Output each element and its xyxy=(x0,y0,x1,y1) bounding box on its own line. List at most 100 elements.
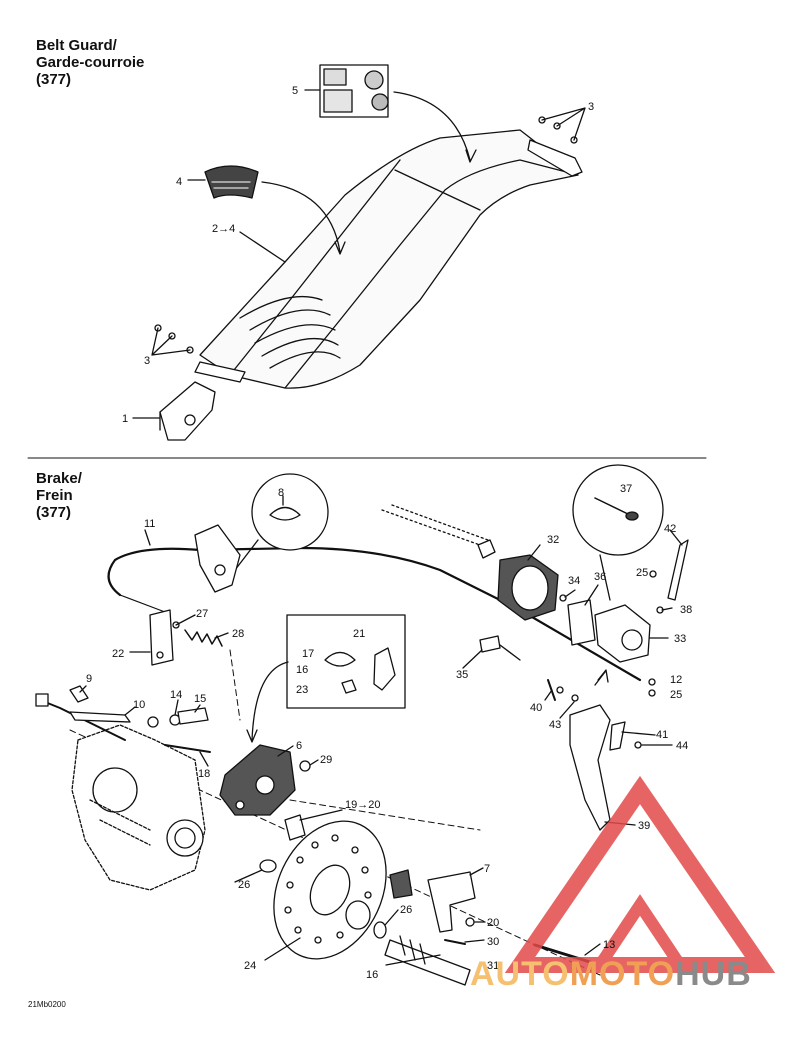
switch-35 xyxy=(479,635,501,653)
arrow-5-head xyxy=(465,149,477,163)
callout-11: 11 xyxy=(144,518,155,530)
callout-34: 34 xyxy=(568,575,580,587)
callout-39: 39 xyxy=(638,820,650,832)
nut-12 xyxy=(648,678,656,686)
callout-37: 37 xyxy=(620,483,632,495)
callout-24: 24 xyxy=(244,960,256,972)
leader-24 xyxy=(264,937,301,961)
leader-38 xyxy=(661,607,673,611)
leader-32 xyxy=(527,544,541,561)
washer-26b xyxy=(373,921,387,939)
screw-34 xyxy=(559,594,567,602)
leader-40 xyxy=(544,689,553,701)
leader-26a xyxy=(234,869,263,883)
brake-title-line3: (377) xyxy=(36,504,72,521)
callout-7: 7 xyxy=(484,863,490,875)
leader-10 xyxy=(124,706,136,716)
callout-23: 23 xyxy=(296,684,308,696)
washer-44 xyxy=(634,741,642,749)
leader-2 xyxy=(239,231,286,263)
callout-16-lower: 16 xyxy=(366,969,378,981)
plate-15 xyxy=(177,707,209,725)
arrow-inset xyxy=(251,661,289,741)
leader-30 xyxy=(464,939,485,943)
leader-15 xyxy=(194,704,201,713)
callout-2: 2→4 xyxy=(212,223,235,235)
belt-guard-title: Belt Guard/ Garde-courroie (377) xyxy=(36,37,144,88)
callout-21: 21 xyxy=(353,628,365,640)
leader-3-upper xyxy=(541,107,586,141)
callout-35: 35 xyxy=(456,669,468,681)
brake-caliper xyxy=(219,744,296,816)
guard-pad xyxy=(204,165,259,199)
detail-circle-8 xyxy=(234,473,329,571)
belt-guard-title-line3: (377) xyxy=(36,71,72,88)
callout-36: 36 xyxy=(594,571,606,583)
shaft-cylinder xyxy=(477,539,496,559)
leader-6 xyxy=(277,745,294,757)
watermark-part3: HUB xyxy=(675,955,752,993)
drive-shaft xyxy=(345,900,471,986)
callout-44: 44 xyxy=(676,740,688,752)
belt-guard-cover xyxy=(199,129,579,389)
watermark-part2: MOTO xyxy=(569,955,676,993)
nut-25a xyxy=(649,570,657,578)
bolt-40 xyxy=(556,686,564,694)
nut-20 xyxy=(465,917,475,927)
brake-disc xyxy=(273,820,387,960)
key-30 xyxy=(444,939,466,945)
leader-27 xyxy=(175,614,196,626)
brake-pad-7 xyxy=(389,869,413,899)
leader-34 xyxy=(564,589,576,598)
callout-1: 1 xyxy=(122,413,128,425)
callout-15: 15 xyxy=(194,693,206,705)
leader-26b xyxy=(384,909,399,926)
assembly-axis-2 xyxy=(289,799,481,831)
callout-3-lower: 3 xyxy=(144,355,150,367)
belt-guard-title-line1: Belt Guard/ xyxy=(36,37,117,54)
switch-housing-33 xyxy=(594,604,651,663)
callout-4: 4 xyxy=(176,176,182,188)
callout-27: 27 xyxy=(196,608,208,620)
bolt-10 xyxy=(35,693,126,741)
leader-29 xyxy=(309,759,319,766)
callout-6: 6 xyxy=(296,740,302,752)
leader-28 xyxy=(214,632,229,639)
callout-19: 19→20 xyxy=(345,799,380,811)
leader-3-lower xyxy=(151,327,191,356)
brake-title-line2: Frein xyxy=(36,487,73,504)
leader-7 xyxy=(469,867,484,876)
leader-19 xyxy=(299,809,343,821)
leader-11 xyxy=(144,529,151,546)
switch-35-wire xyxy=(499,644,521,661)
brake-pad-19 xyxy=(284,814,306,841)
parking-housing-32 xyxy=(497,554,559,621)
callout-43: 43 xyxy=(549,719,561,731)
leader-43 xyxy=(559,701,575,719)
callout-20: 20 xyxy=(487,917,499,929)
shaft-dotted-2 xyxy=(391,504,489,541)
leader-9 xyxy=(79,685,87,693)
caliper-bracket-7 xyxy=(427,871,476,933)
watermark-part1: AUTO xyxy=(470,955,570,993)
arrow-lever-head xyxy=(597,669,609,683)
callout-25-upper: 25 xyxy=(636,567,648,579)
callout-32: 32 xyxy=(547,534,559,546)
arrow-4-head xyxy=(334,241,346,255)
callout-26-left: 26 xyxy=(238,879,250,891)
callout-3-upper: 3 xyxy=(588,101,594,113)
washer-26a xyxy=(259,859,277,873)
nut-25b xyxy=(648,689,656,697)
plate-36 xyxy=(567,599,596,646)
callout-17: 17 xyxy=(302,648,314,660)
callout-29: 29 xyxy=(320,754,332,766)
leader-36 xyxy=(584,584,599,606)
callout-33: 33 xyxy=(674,633,686,645)
arrow-4 xyxy=(261,181,341,253)
callout-28: 28 xyxy=(232,628,244,640)
callout-5: 5 xyxy=(292,85,298,97)
callout-26-right: 26 xyxy=(400,904,412,916)
callout-18: 18 xyxy=(198,768,210,780)
arrow-inset-head xyxy=(246,729,258,743)
